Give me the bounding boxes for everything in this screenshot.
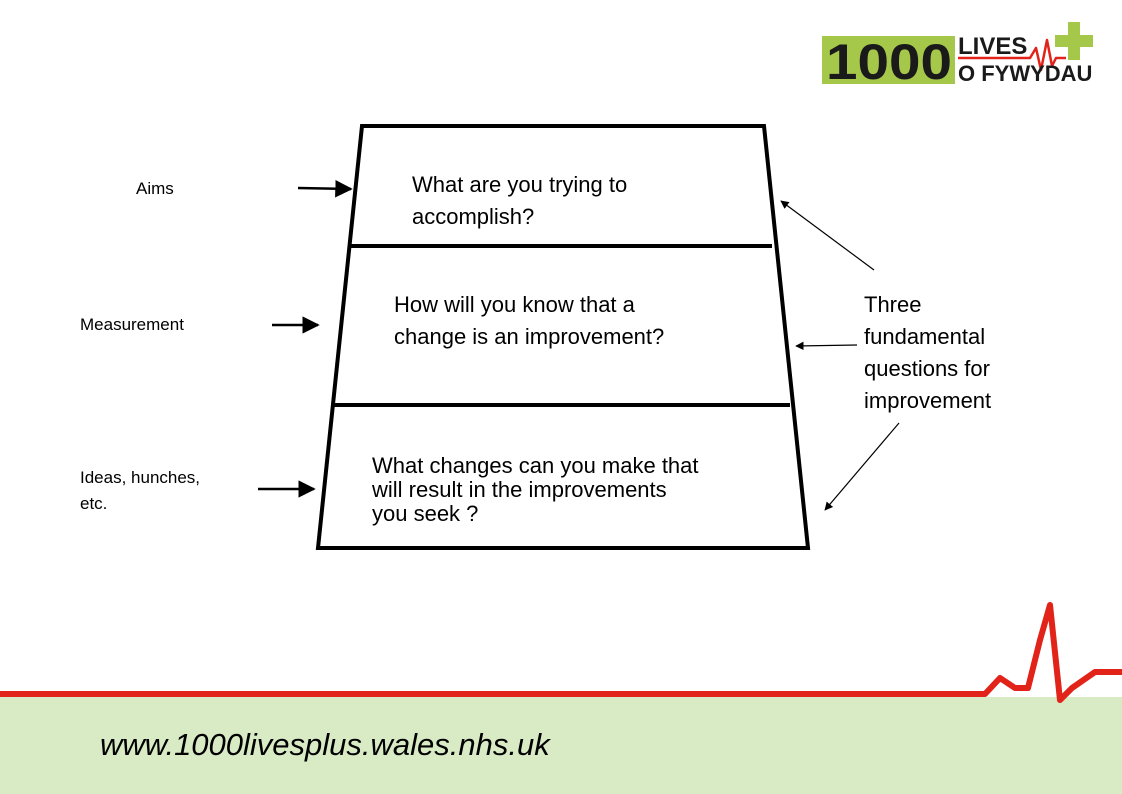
question-measurement-line1: How will you know that a [394,292,635,317]
label-aims: Aims [136,179,174,198]
logo-mark: 1000 [822,22,1093,90]
trapezoid-outline [315,124,811,550]
logo-pulse-line [958,38,1066,72]
ecg-line [0,602,1122,703]
side-note-line4: improvement [864,388,992,413]
arrow-to-changes [824,422,900,511]
label-measurement: Measurement [80,315,184,334]
footer-url[interactable]: www.1000livesplus.wales.nhs.uk [100,727,550,762]
label-ideas-line1: Ideas, hunches, [80,468,201,487]
logo-fywydau-text: O FYWYDAU [958,61,1093,86]
label-ideas-line2: etc. [80,494,108,513]
question-changes-line3: you seek ? [372,501,479,526]
logo-lives-text: LIVES [958,33,1028,60]
logo-number: 1000 [826,34,952,90]
question-changes-line2: will result in the improvements [372,477,667,502]
side-note-line1: Three [864,292,922,317]
question-aims-line2: accomplish? [412,204,535,229]
arrow-to-measurement [795,341,858,351]
logo-number-background [822,36,955,84]
footer-band [0,697,1122,794]
arrow-aims [297,179,353,198]
side-note-line2: fundamental [864,324,986,349]
question-aims-line1: What are you trying to [412,172,628,197]
question-changes-line1: What changes can you make that [372,453,699,478]
arrow-to-aims [780,200,875,271]
logo-plus-horizontal [1055,35,1093,47]
side-note-line3: questions for [864,356,990,381]
question-measurement-line2: change is an improvement? [394,324,665,349]
